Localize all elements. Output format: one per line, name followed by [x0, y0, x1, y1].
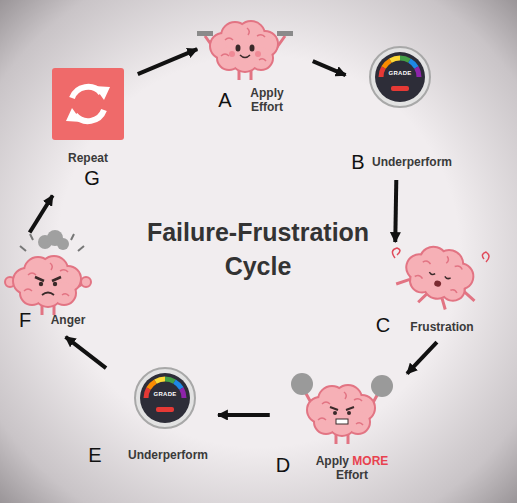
diagram-title: Failure-Frustration Cycle	[128, 216, 388, 284]
step-caption: Underperform	[372, 155, 452, 169]
anger-steam	[20, 230, 84, 251]
cycle-arrow	[395, 180, 396, 242]
cycle-step: D Apply MORE Effort	[273, 370, 405, 485]
step-caption: Anger	[51, 313, 86, 327]
cycle-arrow	[66, 337, 106, 368]
cycle-arrow	[407, 342, 437, 373]
cycle-arrow	[313, 61, 346, 75]
gauge-label: GRADE	[388, 70, 411, 76]
step-letter: D	[276, 453, 290, 477]
cycle-step: F Anger	[10, 235, 105, 335]
step-caption: Frustration	[410, 320, 473, 334]
brain-more-effort	[291, 373, 393, 444]
step-caption: Repeat	[68, 151, 108, 165]
step-caption: Apply MORE Effort	[309, 454, 394, 483]
step-letter: C	[376, 313, 390, 337]
brain-angry	[5, 257, 91, 315]
step-letter: B	[351, 150, 364, 174]
cycle-step: A Apply Effort	[200, 18, 310, 118]
repeat-icon	[52, 68, 124, 140]
cycle-step: RepeatG	[50, 65, 135, 193]
step-letter: G	[84, 166, 100, 190]
grade-gauge	[135, 368, 195, 428]
step-caption: Underperform	[128, 448, 208, 462]
grade-gauge	[370, 47, 430, 107]
step-letter: F	[19, 308, 31, 332]
cycle-step: C Frustration	[373, 245, 485, 340]
cycle-step: B Underperform	[348, 48, 460, 177]
cycle-arrow	[138, 49, 197, 74]
brain-frustrated	[393, 240, 485, 317]
cycle-arrow	[218, 413, 270, 417]
cycle-arrow	[30, 196, 53, 233]
step-caption: Apply Effort	[242, 86, 292, 115]
step-letter: E	[88, 443, 101, 467]
gauge-label: GRADE	[153, 391, 176, 397]
cycle-step: E Underperform	[85, 370, 215, 470]
step-letter: A	[218, 88, 231, 112]
brain-effort	[197, 22, 293, 80]
frustration-swirl	[392, 248, 489, 262]
